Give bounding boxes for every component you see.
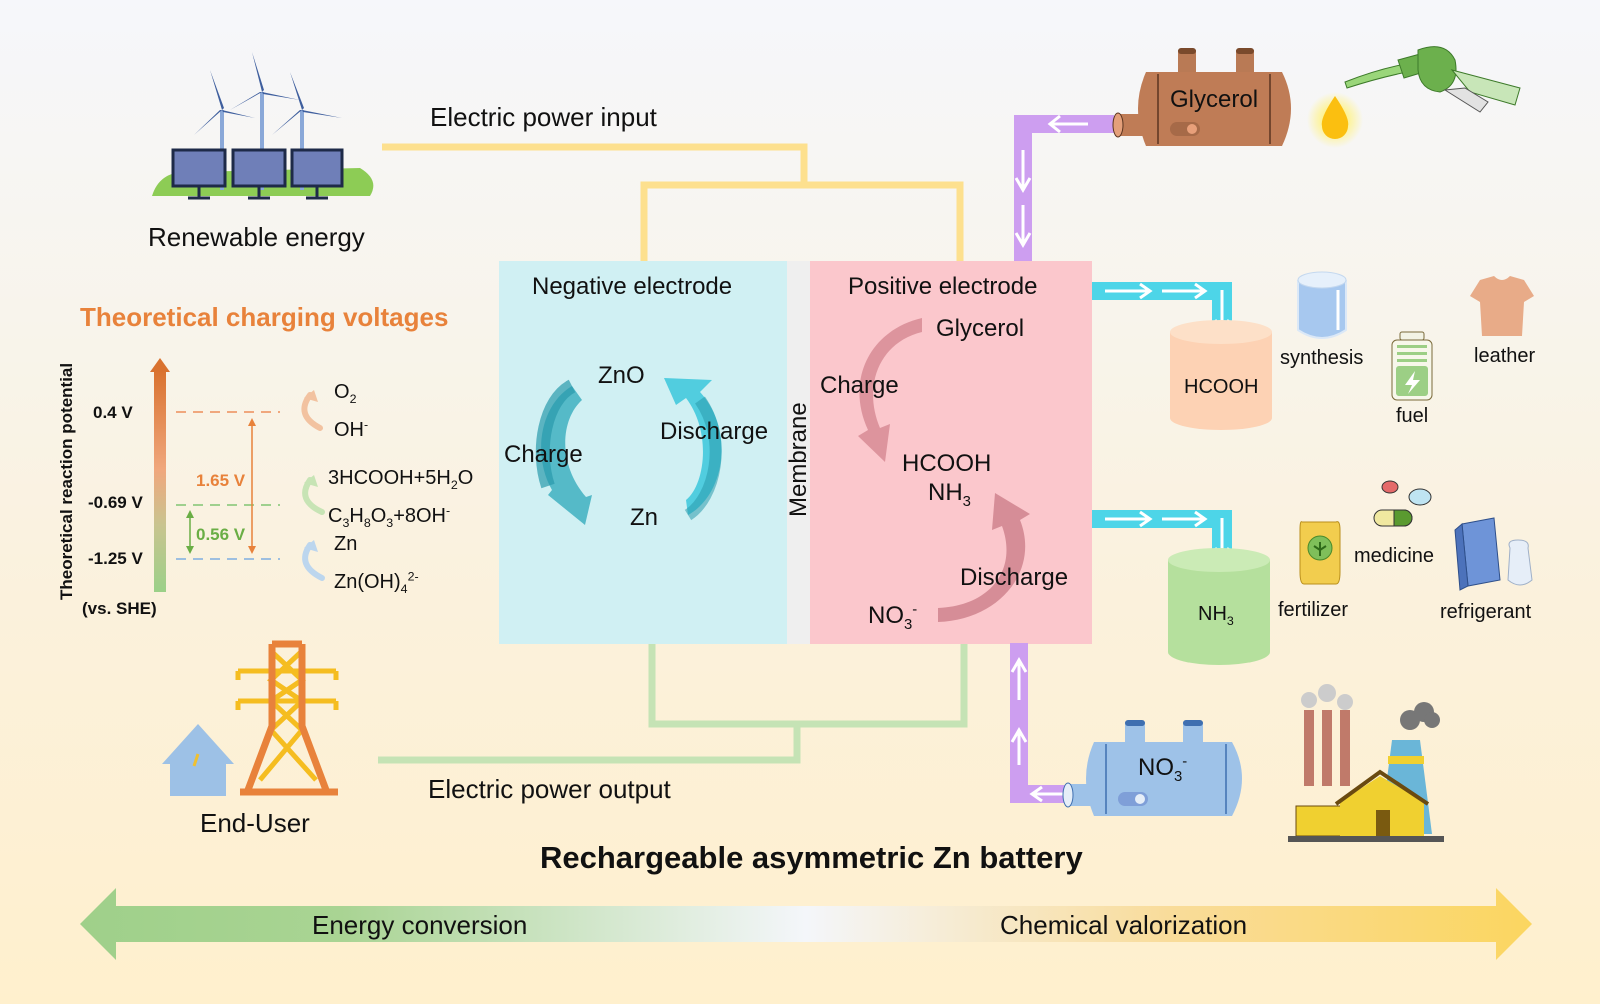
app-synthesis: synthesis bbox=[1280, 347, 1364, 369]
gap-0.56v: 0.56 V bbox=[196, 525, 246, 544]
app-fertilizer: fertilizer bbox=[1278, 599, 1349, 621]
page-title: Rechargeable asymmetric Zn battery bbox=[540, 840, 1083, 875]
positive-cycle-arrows bbox=[858, 318, 1030, 622]
leather-shirt-icon bbox=[1470, 276, 1534, 336]
zn-label: Zn bbox=[630, 504, 659, 531]
app-leather: leather bbox=[1474, 345, 1536, 367]
glycerol-tank-label: Glycerol bbox=[1170, 86, 1259, 113]
positive-charge-label: Charge bbox=[820, 372, 899, 399]
negative-charge-label: Charge bbox=[504, 441, 583, 468]
negative-cycle-arrows bbox=[535, 378, 722, 525]
power-output-lines bbox=[378, 643, 968, 764]
axis-unit: (vs. SHE) bbox=[82, 599, 157, 618]
app-fuel: fuel bbox=[1396, 405, 1429, 427]
fuel-battery-icon bbox=[1391, 331, 1433, 401]
app-refrigerant: refrigerant bbox=[1440, 601, 1532, 623]
reaction-curve-heads bbox=[304, 390, 318, 552]
power-output-label: Electric power output bbox=[428, 774, 671, 804]
nh3-cylinder-icon bbox=[1168, 548, 1270, 665]
nitrate-label: NO3- bbox=[868, 602, 918, 633]
nitrate-tank-label: NO3- bbox=[1138, 754, 1188, 785]
synthesis-beaker-icon bbox=[1297, 271, 1347, 339]
glycerol-tank-icon bbox=[1112, 48, 1291, 146]
reaction-hcooh-h2o: 3HCOOH+5H2O bbox=[328, 467, 474, 492]
chemical-valorization-label: Chemical valorization bbox=[1000, 910, 1248, 940]
nh3-label: NH3 bbox=[928, 479, 971, 510]
power-input-label: Electric power input bbox=[430, 102, 657, 132]
fertilizer-bag-icon bbox=[1299, 521, 1341, 585]
glycerol-label: Glycerol bbox=[936, 315, 1025, 342]
refrigerant-fridge-icon bbox=[1454, 517, 1533, 591]
hcooh-cylinder-label: HCOOH bbox=[1184, 376, 1259, 398]
factory-icon bbox=[1288, 684, 1444, 842]
positive-electrode-box bbox=[810, 261, 1092, 644]
negative-electrode-title: Negative electrode bbox=[532, 273, 733, 300]
reaction-zn: Zn bbox=[334, 533, 358, 555]
nh3-cylinder-label: NH3 bbox=[1198, 603, 1234, 628]
hcooh-cylinder-icon bbox=[1170, 320, 1272, 430]
reaction-glycerol-oh: C3H8O3+8OH- bbox=[328, 503, 451, 530]
medicine-pills-icon bbox=[1373, 480, 1432, 527]
gap-1.65v: 1.65 V bbox=[196, 471, 246, 490]
membrane-label: Membrane bbox=[785, 402, 812, 517]
zno-label: ZnO bbox=[598, 362, 645, 389]
reaction-o2: O2 bbox=[334, 381, 357, 406]
nitrate-tank-icon bbox=[1062, 720, 1242, 816]
end-user-icon bbox=[162, 640, 339, 796]
potential-axis-arrow bbox=[150, 358, 170, 592]
reaction-zincate: Zn(OH)42- bbox=[334, 569, 419, 596]
energy-conversion-label: Energy conversion bbox=[312, 910, 528, 940]
fuel-drop-icon bbox=[1307, 92, 1363, 148]
level-neg0.69v: -0.69 V bbox=[88, 493, 143, 512]
purple-pipe-arrows bbox=[1010, 114, 1088, 803]
power-input-lines bbox=[382, 143, 964, 262]
level-neg1.25v: -1.25 V bbox=[88, 549, 143, 568]
negative-discharge-label: Discharge bbox=[660, 418, 769, 445]
gap-arrows bbox=[186, 418, 256, 554]
reaction-oh: OH- bbox=[334, 417, 369, 441]
membrane-box bbox=[787, 261, 810, 644]
end-user-label: End-User bbox=[200, 808, 310, 838]
hcooh-label: HCOOH bbox=[902, 450, 992, 477]
app-medicine: medicine bbox=[1354, 545, 1435, 567]
axis-label: Theoretical reaction potential bbox=[57, 362, 76, 600]
voltages-title: Theoretical charging voltages bbox=[80, 302, 449, 332]
renewable-energy-icon bbox=[152, 52, 374, 200]
positive-electrode-title: Positive electrode bbox=[848, 273, 1038, 300]
level-0.4v: 0.4 V bbox=[93, 403, 133, 422]
renewable-energy-label: Renewable energy bbox=[148, 222, 365, 252]
fuel-nozzle-icon bbox=[1344, 46, 1521, 113]
bottom-double-arrow bbox=[80, 888, 1532, 960]
positive-discharge-label: Discharge bbox=[960, 564, 1069, 591]
level-lines bbox=[176, 411, 280, 560]
